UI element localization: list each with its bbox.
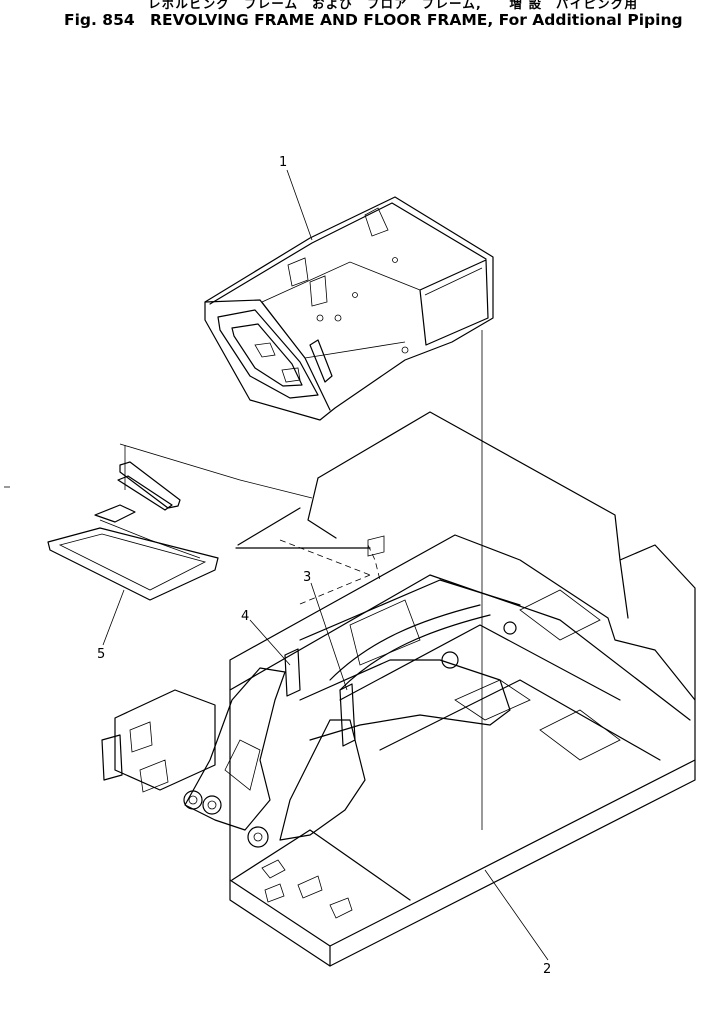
part-5-plate-assembly bbox=[47, 443, 313, 601]
part-1-floor-frame bbox=[204, 196, 494, 421]
callout-4: 4 bbox=[241, 609, 249, 624]
callout-2: 2 bbox=[543, 962, 551, 977]
callout-leaders bbox=[4, 169, 549, 961]
figure-number: Fig. 854 bbox=[64, 11, 135, 29]
callout-3: 3 bbox=[303, 570, 311, 585]
callout-1: 1 bbox=[279, 155, 287, 170]
japanese-title: レボルビング フレーム および フロア フレーム, 増 設 パイピング用 bbox=[148, 0, 639, 11]
callout-5: 5 bbox=[97, 647, 105, 662]
figure-title: REVOLVING FRAME AND FLOOR FRAME, For Add… bbox=[150, 11, 683, 29]
callout-labels: 1 2 3 4 5 bbox=[97, 155, 551, 977]
part-2-revolving-frame bbox=[101, 330, 696, 967]
figure-title-line: Fig. 854 REVOLVING FRAME AND FLOOR FRAME… bbox=[64, 11, 712, 29]
